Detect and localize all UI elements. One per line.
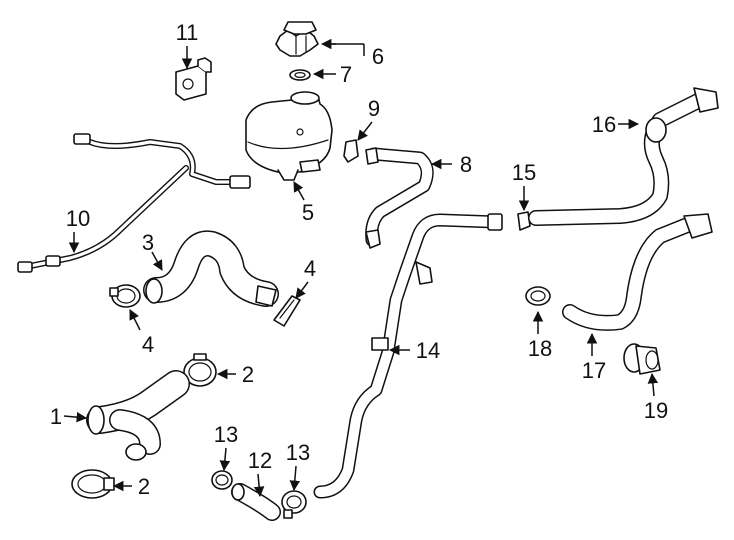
callout-14: 14 bbox=[416, 338, 440, 363]
callout-15: 15 bbox=[512, 160, 536, 185]
part-14-hose bbox=[313, 213, 503, 499]
part-9-clip bbox=[343, 139, 359, 163]
callout-1: 1 bbox=[50, 404, 62, 429]
part-18-clamp bbox=[525, 286, 551, 306]
callout-8: 8 bbox=[460, 152, 472, 177]
part-7-seal bbox=[289, 69, 311, 81]
part-13-clamp-right bbox=[281, 490, 307, 519]
callout-10: 10 bbox=[66, 206, 90, 231]
part-19-fitting bbox=[623, 343, 661, 375]
callout-12: 12 bbox=[248, 448, 272, 473]
callout-19: 19 bbox=[644, 398, 668, 423]
part-13-clamp-left bbox=[211, 470, 233, 490]
callout-13a: 13 bbox=[214, 422, 238, 447]
part-12-hose bbox=[231, 483, 281, 521]
part-10-harness bbox=[17, 133, 251, 273]
part-11-sensor bbox=[175, 57, 212, 101]
part-1-hose bbox=[86, 370, 190, 461]
part-8-hose bbox=[365, 147, 434, 249]
callout-9: 9 bbox=[368, 96, 380, 121]
callout-2a: 2 bbox=[242, 362, 254, 387]
callout-17: 17 bbox=[582, 358, 606, 383]
part-2-clamp-upper bbox=[183, 353, 217, 387]
part-5-reservoir bbox=[245, 91, 333, 181]
callout-13b: 13 bbox=[286, 440, 310, 465]
part-17-hose bbox=[562, 213, 713, 331]
callout-5: 5 bbox=[302, 200, 314, 225]
callout-4a: 4 bbox=[142, 332, 154, 357]
callout-2b: 2 bbox=[138, 474, 150, 499]
part-2-clamp-lower bbox=[71, 469, 115, 499]
callout-labels: 11 6 7 9 8 5 10 3 4 4 2 1 2 13 12 13 14 … bbox=[50, 20, 668, 499]
callout-11: 11 bbox=[176, 20, 199, 45]
callout-3: 3 bbox=[142, 230, 154, 255]
leader-lines bbox=[63, 38, 659, 498]
part-6-cap bbox=[275, 21, 319, 57]
part-3-hose bbox=[143, 230, 279, 307]
part-15-clip bbox=[517, 211, 531, 231]
callout-4b: 4 bbox=[304, 256, 316, 281]
part-4-clamp-right bbox=[273, 295, 301, 327]
part-4-clamp-left bbox=[109, 284, 141, 308]
part-16-hose bbox=[528, 87, 719, 226]
callout-16: 16 bbox=[592, 112, 616, 137]
callout-7: 7 bbox=[340, 62, 352, 87]
callout-18: 18 bbox=[528, 336, 552, 361]
callout-6: 6 bbox=[372, 44, 384, 69]
